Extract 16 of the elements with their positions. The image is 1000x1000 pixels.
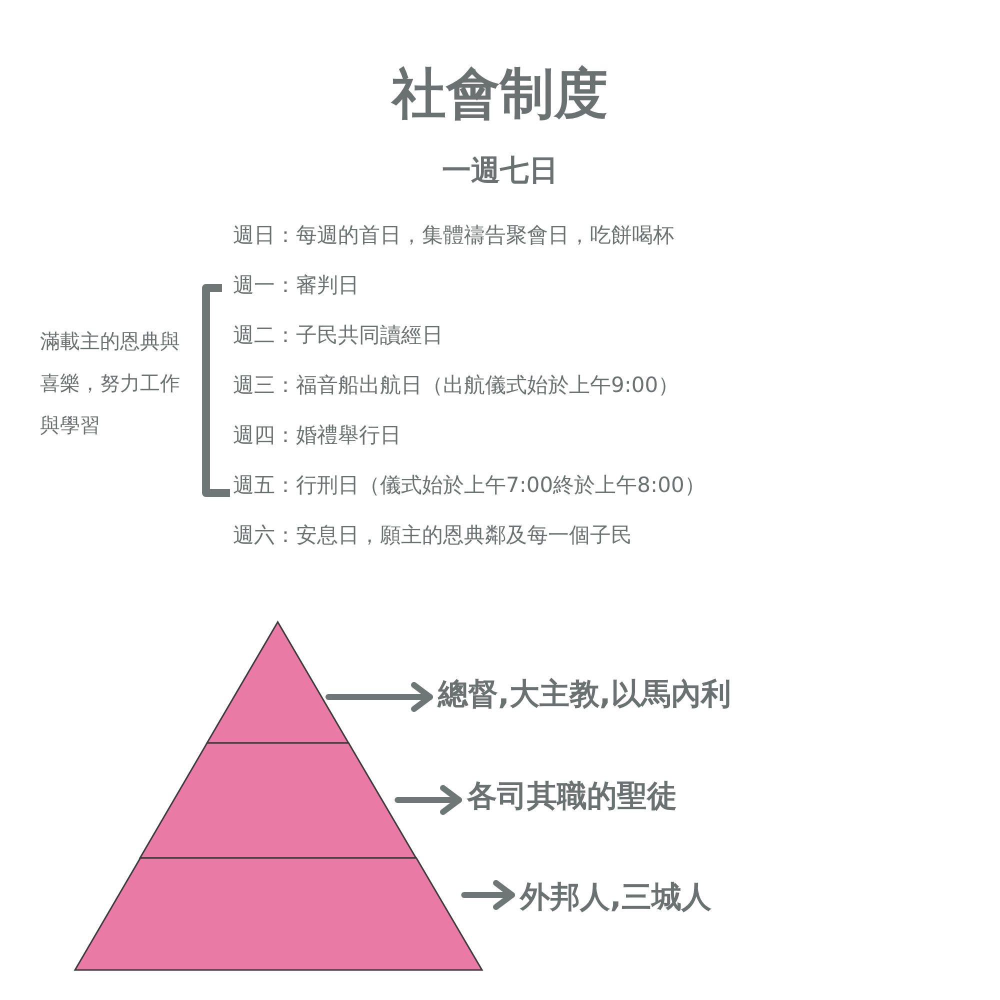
weekday-line: 週四：婚禮舉行日 (233, 422, 401, 449)
weekday-line: 週日：每週的首日，集體禱告聚會日，吃餅喝杯 (233, 222, 674, 249)
tier-label: 外邦人,三城人 (520, 880, 712, 916)
weekday-line: 週五：行刑日（儀式始於上午7:00終於上午8:00） (233, 472, 706, 499)
weekday-line: 週二：子民共同讀經日 (233, 322, 443, 349)
weekday-line: 週三：福音船出航日（出航儀式始於上午9:00） (233, 372, 680, 399)
tier-label: 總督,大主教,以馬內利 (438, 677, 731, 713)
bracket-note: 滿載主的恩典與喜樂，努力工作與學習 (40, 328, 181, 439)
arrow (461, 880, 515, 910)
weekday-line: 週一：審判日 (233, 272, 359, 299)
tier-label: 各司其職的聖徒 (467, 779, 677, 815)
arrow (394, 785, 462, 815)
subtitle: 一週七日 (441, 152, 559, 189)
weekday-line: 週六：安息日，願主的恩典鄰及每一個子民 (233, 522, 632, 549)
arrow (325, 682, 433, 712)
title: 社會制度 (390, 62, 609, 127)
